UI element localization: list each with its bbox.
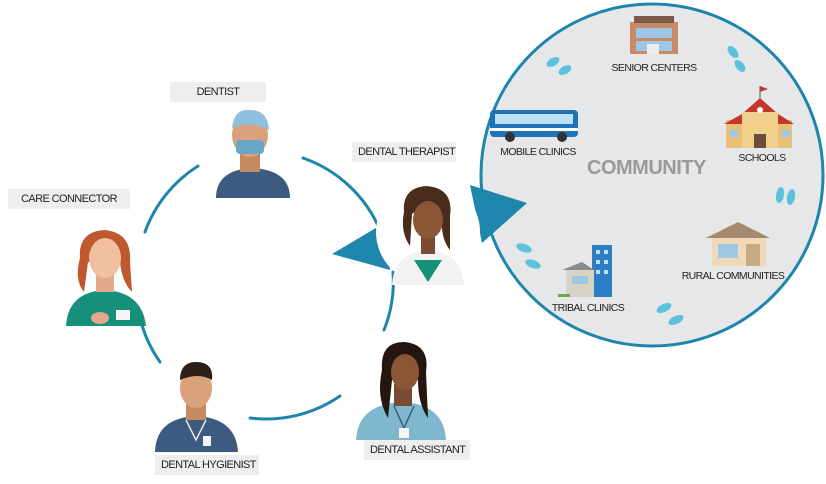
role-label-dental-therapist: DENTAL THERAPIST xyxy=(352,142,456,162)
senior-center-building-icon xyxy=(630,16,678,54)
community-title: COMMUNITY xyxy=(587,157,706,180)
community-label-schools: SCHOOLS xyxy=(738,152,785,164)
dentist-avatar xyxy=(216,110,290,198)
community-label-rural-communities: RURAL COMMUNITIES xyxy=(682,270,785,282)
community-label-senior-centers: SENIOR CENTERS xyxy=(612,62,697,74)
role-label-dental-assistant: DENTAL ASSISTANT xyxy=(364,440,470,460)
dental-therapist-avatar xyxy=(376,180,480,285)
role-label-care-connector: CARE CONNECTOR xyxy=(8,189,130,209)
dental-assistant-avatar xyxy=(356,342,446,440)
role-label-dental-hygienist: DENTAL HYGIENIST xyxy=(155,455,259,475)
community-label-mobile-clinics: MOBILE CLINICS xyxy=(500,146,576,158)
care-connector-avatar xyxy=(53,223,157,327)
community-label-tribal-clinics: TRIBAL CLINICS xyxy=(552,302,624,314)
role-label-dentist: DENTIST xyxy=(170,82,266,102)
dental-hygienist-avatar xyxy=(155,362,238,452)
